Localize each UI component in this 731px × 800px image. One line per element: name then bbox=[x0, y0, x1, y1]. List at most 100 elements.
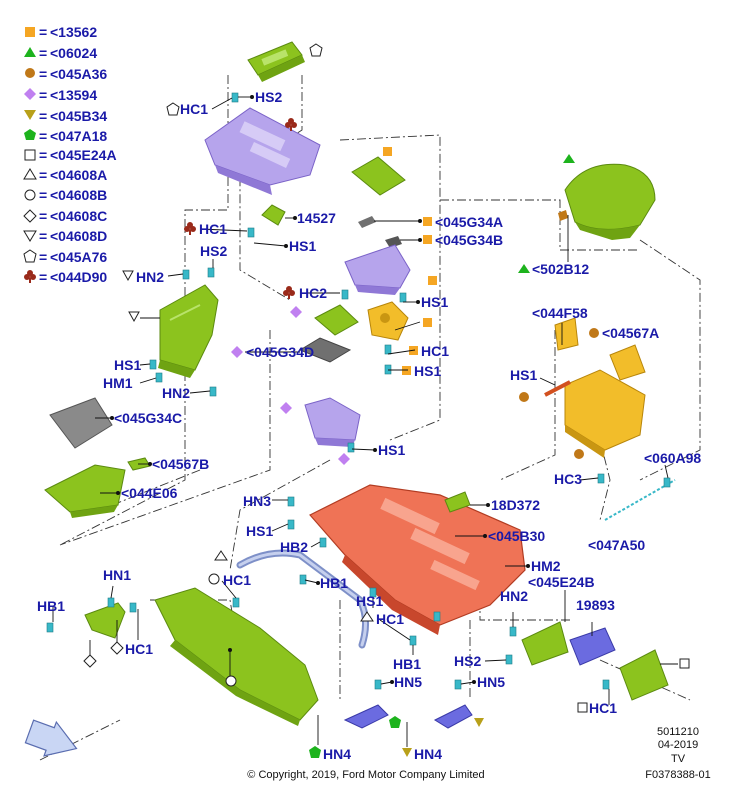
legend-label: <13594 bbox=[50, 87, 97, 103]
pentagon-green-icon bbox=[389, 716, 401, 728]
circle-brown-icon bbox=[25, 68, 35, 78]
front-arrow-icon bbox=[24, 719, 78, 757]
armrest-lid-part bbox=[558, 163, 656, 240]
legend-label: <045B34 bbox=[50, 108, 107, 124]
cup-holder-part bbox=[367, 301, 409, 341]
legend: = <13562 = <06024 = <045A36 = <13594 = <… bbox=[23, 24, 117, 285]
callout-label: HN2 bbox=[162, 385, 190, 401]
diamond-violet-icon bbox=[231, 346, 243, 358]
legend-label: <045E24A bbox=[50, 147, 117, 163]
triangle-outline-icon bbox=[360, 611, 374, 622]
callout-label: 18D372 bbox=[491, 497, 540, 513]
callout-label: <044E06 bbox=[121, 485, 178, 501]
drawing-date: 04-2019 bbox=[658, 739, 698, 751]
triangle-down-outline-icon bbox=[122, 270, 134, 282]
square-orange-icon bbox=[383, 147, 392, 156]
circle-brown-icon bbox=[589, 328, 599, 338]
pentagon-green-icon bbox=[24, 129, 36, 140]
fasteners bbox=[46, 92, 671, 690]
legend-label: <04608A bbox=[50, 167, 107, 183]
callout-label: HC1 bbox=[376, 611, 404, 627]
callout-label: HB2 bbox=[280, 539, 308, 555]
triangle-down-olive-icon bbox=[402, 748, 412, 757]
callout-label: <045G34D bbox=[246, 344, 314, 360]
callout-label: HB1 bbox=[393, 656, 421, 672]
callout-label: <04567B bbox=[152, 456, 209, 472]
square-orange-icon bbox=[423, 235, 432, 244]
drawing-tv: TV bbox=[671, 753, 686, 765]
gray-clip-part bbox=[358, 216, 376, 228]
callout-labels: HC1 HS2 14527 HC1 HS1 HS2 HN2 HS1 HM1 HN… bbox=[37, 89, 701, 762]
callout-label: HC1 bbox=[180, 101, 208, 117]
callout-label: <045G34B bbox=[435, 232, 503, 248]
cable-part bbox=[604, 479, 676, 521]
callout-label: HN2 bbox=[136, 269, 164, 285]
legend-label: <04608B bbox=[50, 187, 107, 203]
legend-label: <045A36 bbox=[50, 66, 107, 82]
callout-label: <045E24B bbox=[528, 574, 595, 590]
legend-equals: = bbox=[39, 87, 47, 103]
legend-equals: = bbox=[39, 66, 47, 82]
callout-label: HS2 bbox=[454, 653, 481, 669]
callout-label: HN5 bbox=[394, 674, 422, 690]
switch-panel-part bbox=[521, 621, 569, 666]
legend-label: <04608C bbox=[50, 208, 107, 224]
diamond-outline-icon bbox=[110, 641, 124, 655]
left-bracket-part bbox=[84, 602, 126, 639]
callout-label: 19893 bbox=[576, 597, 615, 613]
square-orange-icon bbox=[25, 27, 35, 37]
callout-label: HN3 bbox=[243, 493, 271, 509]
pentagon-outline-icon bbox=[23, 249, 37, 263]
storage-mat-part bbox=[351, 156, 406, 196]
callout-label: HC1 bbox=[421, 343, 449, 359]
circle-brown-icon bbox=[519, 392, 529, 402]
club-darkred-icon bbox=[24, 270, 36, 283]
callout-label: HN1 bbox=[103, 567, 131, 583]
square-outline-icon bbox=[24, 149, 36, 161]
diamond-violet-icon bbox=[24, 88, 36, 100]
callout-label: HC2 bbox=[299, 285, 327, 301]
triangle-down-olive-icon bbox=[474, 718, 484, 727]
square-orange-icon bbox=[423, 318, 432, 327]
console-rail-highlight bbox=[238, 551, 367, 647]
callout-label: HS1 bbox=[114, 357, 141, 373]
legend-equals: = bbox=[39, 228, 47, 244]
bottom-clip-left-part bbox=[343, 704, 389, 729]
callout-label: HN5 bbox=[477, 674, 505, 690]
pentagon-green-icon bbox=[309, 746, 321, 758]
callout-label: <045B30 bbox=[488, 528, 545, 544]
clip-14527-part bbox=[261, 204, 286, 226]
diamond-violet-icon bbox=[338, 453, 350, 465]
callout-label: HC1 bbox=[199, 221, 227, 237]
pentagon-outline-icon bbox=[309, 43, 323, 57]
square-outline-icon bbox=[577, 702, 588, 713]
callout-label: HS1 bbox=[289, 238, 316, 254]
gray-pad-part bbox=[298, 337, 352, 363]
legend-equals: = bbox=[39, 128, 47, 144]
circle-brown-icon bbox=[574, 449, 584, 459]
drawing-code: 5011210 bbox=[657, 726, 699, 738]
side-panel-part bbox=[154, 587, 319, 726]
triangle-green-icon bbox=[518, 264, 530, 273]
storage-bin-gold-part bbox=[544, 317, 646, 458]
upper-bracket-part bbox=[204, 107, 321, 195]
gray-plug-part bbox=[385, 236, 402, 248]
triangle-outline-icon bbox=[23, 168, 37, 180]
legend-label: <044D90 bbox=[50, 269, 107, 285]
callout-label: HN4 bbox=[414, 746, 442, 762]
callout-label: HN2 bbox=[500, 588, 528, 604]
club-darkred-icon bbox=[285, 118, 297, 131]
legend-equals: = bbox=[39, 269, 47, 285]
bottom-clip-right-part bbox=[433, 704, 473, 729]
triangle-green-icon bbox=[563, 154, 575, 163]
pentagon-outline-icon bbox=[166, 102, 180, 116]
circle-outline-icon bbox=[208, 573, 220, 585]
square-orange-icon bbox=[423, 217, 432, 226]
callout-label: HM2 bbox=[531, 558, 561, 574]
legend-equals: = bbox=[39, 208, 47, 224]
diamond-violet-icon bbox=[280, 402, 292, 414]
copyright-text: © Copyright, 2019, Ford Motor Company Li… bbox=[247, 769, 484, 781]
legend-label: <047A18 bbox=[50, 128, 107, 144]
diamond-outline-icon bbox=[83, 654, 97, 668]
